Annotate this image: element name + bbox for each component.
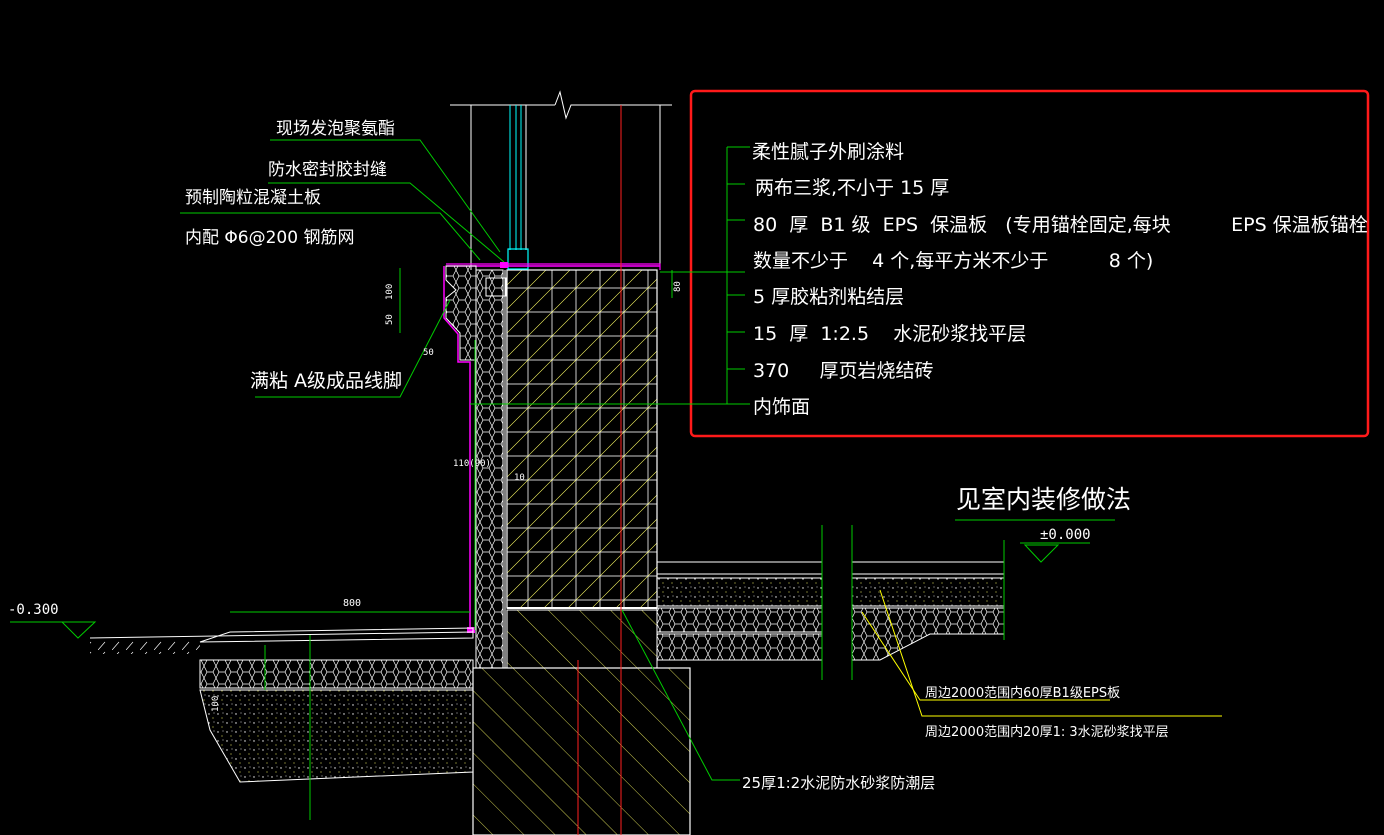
note2-leader xyxy=(879,589,1222,717)
label-precast: 预制陶粒混凝土板 xyxy=(185,188,321,208)
dampproof-leader xyxy=(621,609,740,781)
drip-nose xyxy=(485,277,507,297)
floor-note-1: 周边2000范围内60厚B1级EPS板 xyxy=(925,685,1120,701)
layer-2: 80 厚 B1 级 EPS 保温板 (专用锚栓固定,每块 EPS 保温板锚栓 xyxy=(753,214,1368,236)
note1-leader xyxy=(861,611,1110,701)
dim-110: 110(90) xyxy=(453,459,491,469)
break-symbol-top xyxy=(554,90,672,120)
apron-top xyxy=(199,627,474,643)
elev-neg-triangle xyxy=(60,621,97,639)
foam-leader xyxy=(270,139,501,253)
eps-insulation xyxy=(475,269,504,669)
apron-base xyxy=(199,689,474,783)
skirting-leader xyxy=(255,299,451,398)
dim-100a: 100 xyxy=(385,284,395,300)
label-foam: 现场发泡聚氨酯 xyxy=(276,119,395,139)
finish-line-top xyxy=(446,263,661,270)
floor-note-2: 周边2000范围内20厚1: 3水泥砂浆找平层 xyxy=(925,724,1169,740)
brick-wall xyxy=(506,269,658,609)
layer-0: 柔性腻子外刷涂料 xyxy=(752,141,904,163)
dim-80: 80 xyxy=(673,281,683,292)
label-skirting: 满粘 A级成品线脚 xyxy=(250,370,402,392)
foundation-concrete xyxy=(472,667,691,835)
dim-50a: 50 xyxy=(385,314,395,325)
damp-proof-label: 25厚1:2水泥防水砂浆防潮层 xyxy=(742,774,935,792)
floor-title: 见室内装修做法 xyxy=(956,485,1131,514)
floor-fill xyxy=(656,633,823,661)
layer-4: 5 厚胶粘剂粘结层 xyxy=(753,286,904,308)
highlight-box xyxy=(689,89,1370,438)
precast-leader xyxy=(180,212,481,261)
floor-screed xyxy=(656,577,823,607)
apron-width: 800 xyxy=(343,598,361,609)
label-seal: 防水密封胶封缝 xyxy=(268,160,387,180)
floor-elevation: ±0.000 xyxy=(1040,527,1091,543)
floor-screed-2 xyxy=(851,577,1005,607)
precast-coping xyxy=(445,265,477,361)
layer-1: 两布三浆,不小于 15 厚 xyxy=(755,177,949,199)
sill-seal xyxy=(500,262,508,268)
ground-elevation: -0.300 xyxy=(8,602,59,618)
skirting-base xyxy=(467,627,475,633)
label-rebar: 内配 Φ6@200 钢筋网 xyxy=(185,228,354,248)
ground-line xyxy=(89,631,474,639)
foundation-upper xyxy=(506,609,658,669)
dim-100b: 100 xyxy=(211,696,221,712)
floor-finish-2 xyxy=(851,561,1005,575)
window-sill xyxy=(507,248,529,270)
seal-leader xyxy=(268,182,505,263)
floor-eps xyxy=(656,607,823,633)
layer-7: 内饰面 xyxy=(753,396,810,418)
layer-6: 370 厚页岩烧结砖 xyxy=(753,360,933,382)
elev-pos-triangle xyxy=(1023,544,1060,563)
dim-10: 10 xyxy=(514,473,525,483)
floor-eps-taper xyxy=(851,607,1005,661)
floor-finish xyxy=(656,561,823,575)
ground-earth xyxy=(90,640,200,654)
layer-3: 数量不少于 4 个,每平方米不少于 8 个) xyxy=(753,250,1153,272)
dim-50b: 50 xyxy=(423,348,434,358)
apron-mortar xyxy=(199,659,474,689)
finish-line-outer xyxy=(443,266,471,630)
layer-5: 15 厚 1:2.5 水泥砂浆找平层 xyxy=(753,323,1026,345)
